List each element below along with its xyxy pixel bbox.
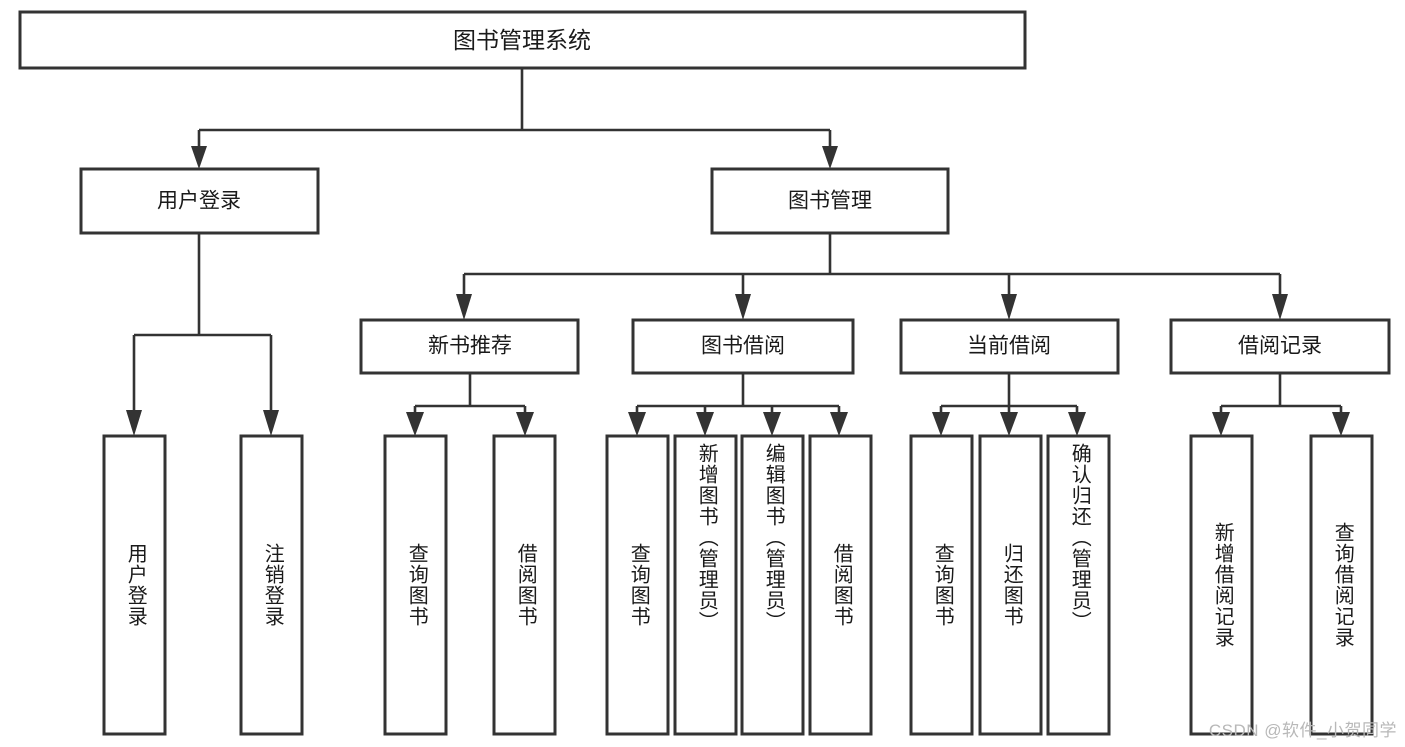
user-login-label: 用户登录 (157, 190, 241, 213)
arrowhead-current-borrow (1001, 294, 1017, 320)
leaf-user-login-1[interactable]: 用户登录 (102, 434, 167, 736)
arrowhead-borrow-record (1272, 294, 1288, 320)
leaf-box (383, 434, 448, 736)
leaf-label: 注销登录 (261, 543, 284, 627)
arrowhead-current-borrow-leaf1 (932, 412, 950, 436)
arrowhead-new-book (456, 294, 472, 320)
arrowhead-user-login-leaf2 (263, 410, 279, 436)
book-manage-box (710, 167, 950, 235)
leaf-new-book-1[interactable]: 查询图书 (383, 434, 448, 736)
leaf-label: 借阅图书 (830, 543, 853, 627)
leaf-box (808, 434, 873, 736)
leaf-box (673, 434, 738, 736)
leaf-box (1189, 434, 1254, 736)
leaf-box (239, 434, 304, 736)
arrowhead-borrow-book (735, 294, 751, 320)
arrowhead-new-book-leaf1 (406, 412, 424, 436)
leaf-current-borrow-2[interactable]: 归还图书 (978, 434, 1043, 736)
node-book-borrow[interactable]: 图书借阅 (631, 318, 855, 375)
user-login-box (79, 167, 320, 235)
leaf-box (909, 434, 974, 736)
leaf-borrow-record-2[interactable]: 查询借阅记录 (1309, 434, 1374, 736)
arrowhead-borrow-book-leaf1 (628, 412, 646, 436)
book-manage-label: 图书管理 (788, 190, 872, 213)
leaf-label: 新增图书（管理员） (695, 443, 718, 632)
arrowhead-current-borrow-leaf3 (1068, 412, 1086, 436)
leaf-box (1046, 434, 1111, 736)
leaf-label: 编辑图书（管理员） (762, 443, 785, 632)
new-book-label: 新书推荐 (428, 335, 512, 358)
arrowhead-borrow-book-leaf4 (830, 412, 848, 436)
arrowhead-current-borrow-leaf2 (1000, 412, 1018, 436)
root-label: 图书管理系统 (453, 27, 591, 53)
leaf-new-book-2[interactable]: 借阅图书 (492, 434, 557, 736)
leaf-box (605, 434, 670, 736)
arrowhead-borrow-record-leaf2 (1332, 412, 1350, 436)
node-current-borrow[interactable]: 当前借阅 (899, 318, 1120, 375)
leaf-borrow-book-2[interactable]: 新增图书（管理员） (673, 434, 738, 736)
leaf-current-borrow-1[interactable]: 查询图书 (909, 434, 974, 736)
node-new-book-recommend[interactable]: 新书推荐 (359, 318, 580, 375)
edge-layer (126, 68, 1350, 436)
leaf-borrow-record-1[interactable]: 新增借阅记录 (1189, 434, 1254, 736)
leaf-borrow-book-1[interactable]: 查询图书 (605, 434, 670, 736)
leaf-label: 确认归还（管理员） (1068, 443, 1091, 632)
arrowhead-user-login-leaf1 (126, 410, 142, 436)
leaf-label: 用户登录 (124, 543, 147, 627)
leaf-box (978, 434, 1043, 736)
borrow-record-box (1169, 318, 1391, 375)
book-borrow-box (631, 318, 855, 375)
new-book-box (359, 318, 580, 375)
node-borrow-record[interactable]: 借阅记录 (1169, 318, 1391, 375)
leaf-borrow-book-3[interactable]: 编辑图书（管理员） (740, 434, 805, 736)
leaf-current-borrow-3[interactable]: 确认归还（管理员） (1046, 434, 1111, 736)
book-borrow-label: 图书借阅 (701, 335, 785, 358)
leaf-label: 查询借阅记录 (1331, 522, 1354, 648)
root-box (18, 10, 1027, 70)
leaf-label: 借阅图书 (514, 543, 537, 627)
leaf-user-login-2[interactable]: 注销登录 (239, 434, 304, 736)
node-book-manage[interactable]: 图书管理 (710, 167, 950, 235)
arrowhead-borrow-book-leaf2 (696, 412, 714, 436)
leaf-box (1309, 434, 1374, 736)
leaf-box (492, 434, 557, 736)
csdn-watermark: CSDN @软件_小贺同学 (1208, 721, 1397, 740)
arrowhead-borrow-record-leaf1 (1212, 412, 1230, 436)
leaf-box (102, 434, 167, 736)
arrowhead-borrow-book-leaf3 (763, 412, 781, 436)
leaf-borrow-book-4[interactable]: 借阅图书 (808, 434, 873, 736)
arrowhead-user-login (191, 146, 207, 169)
node-user-login[interactable]: 用户登录 (79, 167, 320, 235)
leaf-label: 查询图书 (931, 543, 954, 627)
arrowhead-new-book-leaf2 (516, 412, 534, 436)
borrow-record-label: 借阅记录 (1238, 335, 1322, 358)
leaf-label: 查询图书 (627, 543, 650, 627)
arrowhead-book-manage (822, 146, 838, 169)
current-borrow-label: 当前借阅 (967, 335, 1051, 358)
current-borrow-box (899, 318, 1120, 375)
leaf-label: 新增借阅记录 (1211, 522, 1234, 648)
leaf-label: 归还图书 (1000, 543, 1023, 627)
leaf-box (740, 434, 805, 736)
node-root-system[interactable]: 图书管理系统 (18, 10, 1027, 70)
leaf-label: 查询图书 (405, 543, 428, 627)
